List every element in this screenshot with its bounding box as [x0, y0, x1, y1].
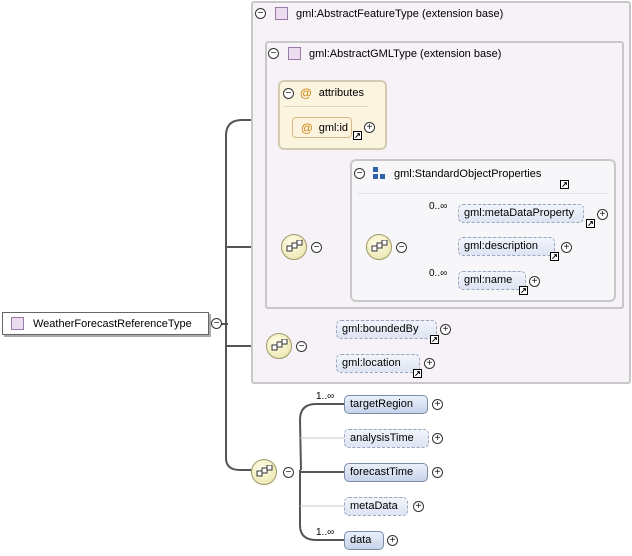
cardinality-label: 0..∞ — [429, 268, 448, 279]
divider — [284, 106, 368, 107]
attribute-at-icon: @ — [300, 86, 312, 100]
attribute-gml-id[interactable]: @ gml:id — [292, 117, 352, 138]
element-gml-metadataproperty[interactable]: gml:metaDataProperty — [458, 204, 584, 223]
element-name: targetRegion — [350, 398, 413, 410]
collapse-icon[interactable]: − — [311, 242, 322, 253]
complex-type-icon — [275, 7, 288, 20]
element-metadata[interactable]: metaData — [344, 497, 408, 516]
sequence-compositor-icon[interactable] — [251, 459, 277, 485]
sequence-compositor-icon[interactable] — [366, 234, 392, 260]
collapse-icon[interactable]: − — [255, 8, 266, 19]
expand-icon[interactable]: + — [387, 535, 398, 546]
expand-icon[interactable]: + — [432, 467, 443, 478]
collapse-icon[interactable]: − — [283, 467, 294, 478]
element-gml-name[interactable]: gml:name — [458, 271, 526, 290]
element-gml-boundedby[interactable]: gml:boundedBy — [336, 320, 437, 339]
sequence-compositor-icon[interactable] — [281, 234, 307, 260]
attributes-label: attributes — [318, 87, 364, 99]
sequence-compositor-icon[interactable] — [266, 333, 292, 359]
reference-arrow-icon: ↗ — [519, 286, 528, 295]
ext-inner-header: − gml:AbstractGMLType (extension base) — [268, 47, 501, 60]
collapse-icon[interactable]: − — [211, 318, 222, 329]
cardinality-label: 1..∞ — [316, 391, 335, 402]
element-name: metaData — [350, 500, 398, 512]
divider — [358, 193, 608, 194]
element-analysistime[interactable]: analysisTime — [344, 429, 429, 448]
collapse-icon[interactable]: − — [283, 87, 294, 99]
element-name: forecastTime — [350, 466, 414, 478]
reference-arrow-icon: ↗ — [560, 180, 569, 189]
complex-type-icon — [288, 47, 301, 60]
cardinality-label: 0..∞ — [429, 201, 448, 212]
group-icon — [373, 167, 386, 180]
element-name: gml:description — [464, 240, 538, 252]
expand-icon[interactable]: + — [561, 242, 572, 253]
expand-icon[interactable]: + — [529, 276, 540, 287]
reference-arrow-icon: ↗ — [413, 369, 422, 378]
reference-arrow-icon: ↗ — [550, 252, 559, 261]
expand-icon[interactable]: + — [440, 324, 451, 335]
group-title: gml:StandardObjectProperties — [394, 167, 542, 180]
expand-icon[interactable]: + — [432, 399, 443, 410]
ext-inner-title: gml:AbstractGMLType (extension base) — [309, 47, 502, 60]
attribute-name: gml:id — [318, 121, 349, 134]
root-type-name: WeatherForecastReferenceType — [33, 317, 192, 330]
collapse-icon[interactable]: − — [296, 341, 307, 352]
attributes-header: − @ attributes — [283, 86, 364, 100]
collapse-icon[interactable]: − — [354, 168, 365, 179]
element-name: gml:boundedBy — [342, 323, 419, 335]
element-data[interactable]: data — [344, 531, 384, 550]
collapse-icon[interactable]: − — [268, 48, 279, 59]
element-name: analysisTime — [350, 432, 414, 444]
expand-icon[interactable]: + — [364, 122, 375, 133]
attributes-group — [278, 80, 387, 150]
element-name: gml:location — [342, 357, 401, 369]
collapse-icon[interactable]: − — [396, 242, 407, 253]
expand-icon[interactable]: + — [413, 501, 424, 512]
attribute-at-icon: @ — [301, 120, 313, 135]
expand-icon[interactable]: + — [597, 209, 608, 220]
complex-type-icon — [11, 317, 24, 330]
ext-outer-title: gml:AbstractFeatureType (extension base) — [296, 7, 504, 20]
root-complex-type[interactable]: WeatherForecastReferenceType — [2, 312, 209, 335]
std-props-header: − gml:StandardObjectProperties — [354, 167, 541, 180]
element-name: gml:name — [464, 274, 513, 286]
expand-icon[interactable]: + — [424, 358, 435, 369]
element-targetregion[interactable]: targetRegion — [344, 395, 428, 414]
ext-outer-header: − gml:AbstractFeatureType (extension bas… — [255, 7, 503, 20]
reference-arrow-icon: ↗ — [353, 131, 362, 140]
element-gml-location[interactable]: gml:location — [336, 354, 420, 373]
expand-icon[interactable]: + — [432, 433, 443, 444]
element-gml-description[interactable]: gml:description — [458, 237, 555, 256]
cardinality-label: 1..∞ — [316, 527, 335, 538]
reference-arrow-icon: ↗ — [586, 219, 595, 228]
element-forecasttime[interactable]: forecastTime — [344, 463, 428, 482]
element-name: gml:metaDataProperty — [464, 207, 575, 219]
reference-arrow-icon: ↗ — [430, 335, 439, 344]
element-name: data — [350, 534, 372, 546]
